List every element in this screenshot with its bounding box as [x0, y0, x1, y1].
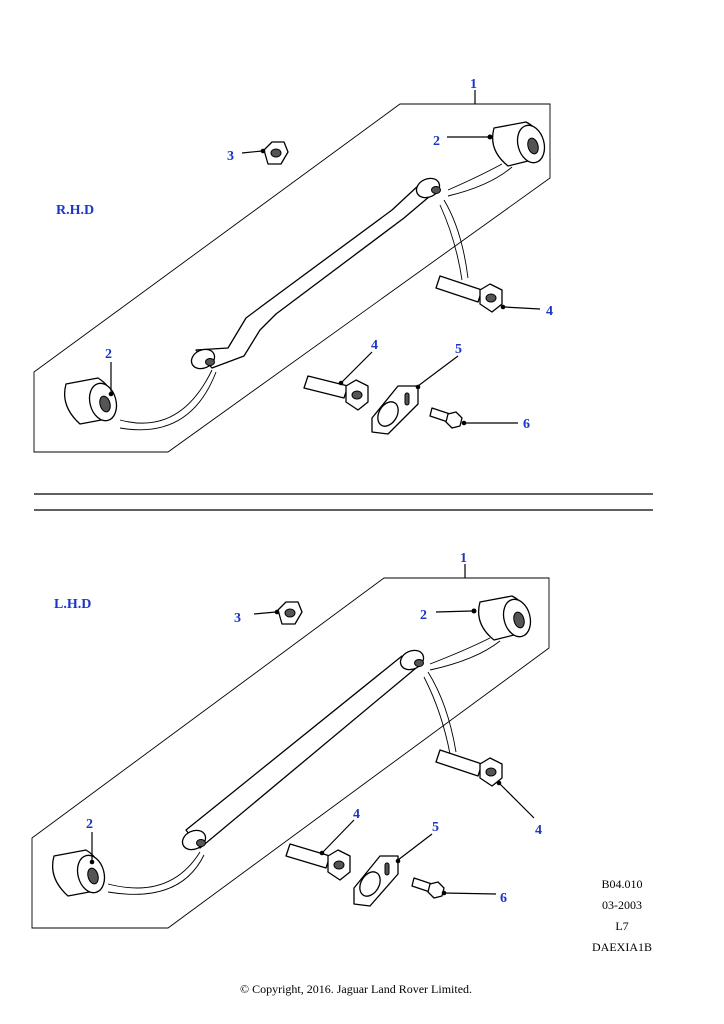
callout-4-center: 4: [353, 807, 360, 822]
bushing-lower: [63, 377, 118, 425]
reference-block: B04.010 03-2003 L7 DAEXIA1B: [592, 877, 652, 954]
torsion-bar-lhd: [181, 649, 425, 851]
flange-nut: [263, 141, 289, 165]
callout-1: 1: [470, 77, 477, 92]
mounting-bracket: [371, 385, 419, 435]
reference-level: L7: [615, 919, 628, 933]
bushing-upper: [491, 121, 546, 167]
bushing-upper: [477, 595, 532, 641]
callout-4-right: 4: [546, 304, 553, 319]
callout-3: 3: [234, 611, 241, 626]
rhd-section: R.H.D 1 2 3: [33, 77, 553, 453]
rhd-panel-outline: [33, 103, 551, 453]
reference-date: 03-2003: [602, 898, 642, 912]
callout-5: 5: [455, 342, 462, 357]
screw: [411, 877, 445, 899]
bolt-upper: [435, 275, 503, 313]
bushing-lower: [51, 849, 106, 897]
bolt-upper: [435, 749, 503, 787]
screw: [429, 407, 463, 429]
callout-3: 3: [227, 149, 234, 164]
callout-2-lower: 2: [86, 817, 93, 832]
rhd-section-label: R.H.D: [56, 203, 94, 218]
reference-code: B04.010: [601, 877, 642, 891]
bolt-center: [285, 843, 351, 881]
mounting-bracket: [353, 855, 399, 907]
lhd-section: L.H.D 1 2 3: [31, 551, 550, 929]
callout-6: 6: [500, 891, 507, 906]
callout-6: 6: [523, 417, 530, 432]
torsion-bar-rhd: [190, 177, 441, 370]
callout-4-center: 4: [371, 338, 378, 353]
reference-id: DAEXIA1B: [592, 940, 652, 954]
callout-2-upper: 2: [420, 608, 427, 623]
callout-2-upper: 2: [433, 134, 440, 149]
callout-4-right: 4: [535, 823, 542, 838]
copyright-notice: © Copyright, 2016. Jaguar Land Rover Lim…: [240, 982, 472, 996]
bolt-center: [303, 375, 369, 411]
lhd-panel-outline: [31, 577, 550, 929]
callout-5: 5: [432, 820, 439, 835]
flange-nut: [277, 601, 303, 625]
lhd-section-label: L.H.D: [54, 597, 91, 612]
callout-1: 1: [460, 551, 467, 566]
callout-2-lower: 2: [105, 347, 112, 362]
